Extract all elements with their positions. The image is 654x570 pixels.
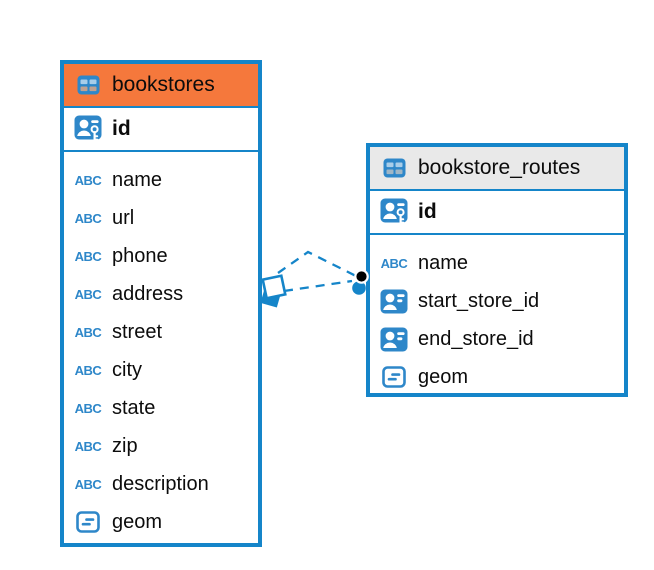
column-name: zip	[112, 434, 138, 457]
column-row[interactable]: geom	[370, 358, 624, 396]
relationship-line-upper[interactable]	[277, 250, 357, 278]
primary-key-icon	[72, 115, 104, 143]
geometry-icon	[378, 366, 410, 388]
table-icon	[378, 158, 410, 178]
column-row[interactable]: start_store_id	[370, 282, 624, 320]
table-title: bookstores	[112, 73, 215, 96]
text-type-icon: ABC	[74, 248, 102, 264]
text-type-icon: ABC	[74, 362, 102, 378]
text-type-icon: ABC	[380, 255, 408, 271]
reference-person-icon	[378, 327, 410, 352]
table-bookstore-routes-header[interactable]: bookstore_routes	[370, 147, 624, 191]
column-name: city	[112, 358, 142, 381]
primary-key-icon	[378, 198, 410, 226]
text-type-icon: ABC	[74, 172, 102, 188]
text-type-icon: ABC	[74, 286, 102, 302]
column-row[interactable]: ABC description	[64, 465, 258, 503]
column-row[interactable]: ABC url	[64, 199, 258, 237]
column-row[interactable]: ABC zip	[64, 427, 258, 465]
text-type-icon: ABC	[74, 400, 102, 416]
column-name: geom	[112, 510, 163, 533]
column-name: id	[418, 200, 437, 223]
column-name: geom	[418, 365, 469, 388]
column-row-id[interactable]: id	[64, 108, 258, 152]
text-type-icon: ABC	[74, 210, 102, 226]
relationship-line-lower[interactable]	[283, 279, 353, 293]
table-bookstore-routes[interactable]: bookstore_routes id ABC name	[366, 143, 628, 397]
column-row[interactable]: ABC street	[64, 313, 258, 351]
many-end-diamond-marker[interactable]	[260, 274, 287, 308]
reference-person-icon	[378, 289, 410, 314]
column-name: address	[112, 282, 184, 305]
table-icon	[72, 75, 104, 95]
column-row[interactable]: ABC city	[64, 351, 258, 389]
column-name: street	[112, 320, 163, 343]
column-name: state	[112, 396, 156, 419]
column-row[interactable]: geom	[64, 503, 258, 541]
column-row[interactable]: ABC phone	[64, 237, 258, 275]
column-row[interactable]: ABC name	[64, 161, 258, 199]
column-name: id	[112, 117, 131, 140]
geometry-icon	[72, 511, 104, 533]
table-title: bookstore_routes	[418, 156, 581, 179]
column-row-id[interactable]: id	[370, 191, 624, 235]
column-name: name	[418, 251, 469, 274]
column-name: start_store_id	[418, 289, 540, 312]
column-name: phone	[112, 244, 168, 267]
text-type-icon: ABC	[74, 324, 102, 340]
column-name: end_store_id	[418, 327, 534, 350]
column-row[interactable]: ABC name	[370, 244, 624, 282]
table-bookstores[interactable]: bookstores id ABC name	[60, 60, 262, 547]
text-type-icon: ABC	[74, 476, 102, 492]
endpoint-dot-blue[interactable]	[352, 281, 366, 295]
column-name: description	[112, 472, 209, 495]
column-row[interactable]: end_store_id	[370, 320, 624, 358]
column-row[interactable]: ABC state	[64, 389, 258, 427]
column-name: url	[112, 206, 135, 229]
column-name: name	[112, 168, 163, 191]
text-type-icon: ABC	[74, 438, 102, 454]
column-row[interactable]: ABC address	[64, 275, 258, 313]
table-bookstores-header[interactable]: bookstores	[64, 64, 258, 108]
